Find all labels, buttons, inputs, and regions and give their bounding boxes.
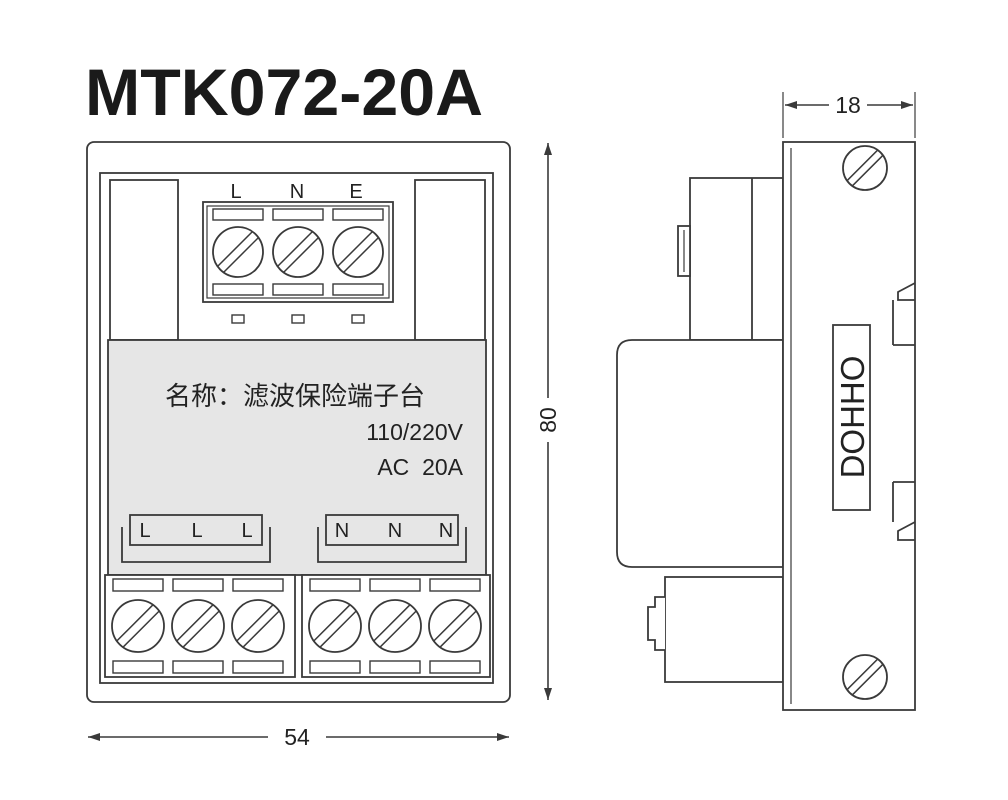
top-right-cover — [414, 179, 486, 341]
output-wire-slot — [112, 578, 164, 592]
output-label-n3: N — [439, 520, 453, 542]
indicator-window — [231, 314, 245, 324]
output-wire-slot — [232, 660, 284, 674]
output-wire-slot — [429, 660, 481, 674]
side-view: DOHHO — [616, 141, 916, 711]
dimension-width-label: 54 — [284, 724, 310, 750]
dimension-height: 80 — [535, 143, 561, 700]
dimension-height-label: 80 — [535, 407, 561, 433]
nameplate-rating: AC 20A — [377, 454, 463, 480]
nameplate-name: 名称：滤波保险端子台 — [165, 381, 425, 411]
brand-plate — [832, 324, 871, 511]
output-terminal-block-n — [301, 574, 491, 678]
output-terminal-screw — [111, 599, 165, 653]
input-wire-slot — [332, 208, 384, 221]
output-wire-slot — [369, 660, 421, 674]
output-terminal-screw — [171, 599, 225, 653]
output-group-l: L L L — [121, 514, 271, 563]
output-wire-slot — [112, 660, 164, 674]
lower-housing-step — [664, 576, 784, 683]
input-wire-slot — [332, 283, 384, 296]
output-label-n2: N — [388, 520, 402, 542]
input-terminal-label-e: E — [349, 181, 362, 203]
indicator-window — [351, 314, 365, 324]
output-wire-slot — [309, 578, 361, 592]
front-view: L N E 名称：滤波保险端子台 110/220V AC 20A — [86, 141, 511, 703]
output-group-label-box — [325, 514, 459, 546]
output-label-l1: L — [139, 520, 150, 542]
output-label-l2: L — [191, 520, 202, 542]
brand-label: DOHHO — [834, 356, 871, 479]
output-wire-slot — [369, 578, 421, 592]
housing-inner-frame — [99, 172, 494, 684]
input-terminal-screw — [272, 226, 324, 278]
output-group-label-box — [129, 514, 263, 546]
nameplate-panel — [107, 339, 487, 576]
output-terminal-screw — [231, 599, 285, 653]
input-wire-slot — [212, 283, 264, 296]
output-terminal-screw — [308, 599, 362, 653]
lower-terminal-stub — [647, 596, 665, 651]
input-terminal-label-n: N — [290, 181, 304, 203]
filter-module-body — [616, 339, 784, 568]
output-wire-slot — [172, 578, 224, 592]
dimension-depth-label: 18 — [835, 92, 861, 118]
output-group-bracket — [317, 527, 467, 563]
rail-clip-notch-bottom — [897, 521, 916, 541]
output-terminal-block-l — [104, 574, 296, 678]
output-wire-slot — [172, 660, 224, 674]
output-label-l3: L — [241, 520, 252, 542]
input-terminal-screw — [332, 226, 384, 278]
input-wire-slot — [272, 208, 324, 221]
nameplate-voltage: 110/220V — [366, 419, 463, 445]
output-wire-slot — [309, 660, 361, 674]
output-group-bracket — [121, 527, 271, 563]
output-label-n1: N — [335, 520, 349, 542]
output-group-n: N N N — [317, 514, 467, 563]
rail-clip-notch-top — [897, 282, 916, 301]
mounting-screw-bottom — [842, 654, 888, 700]
dimension-depth: 18 — [782, 92, 916, 138]
output-terminal-screw — [428, 599, 482, 653]
input-terminal-label-l: L — [230, 181, 241, 203]
input-terminal-block — [202, 201, 394, 303]
output-wire-slot — [232, 578, 284, 592]
input-wire-slot — [272, 283, 324, 296]
input-block-inner — [206, 205, 390, 299]
model-title: MTK072-20A — [85, 55, 483, 129]
output-wire-slot — [429, 578, 481, 592]
input-terminal-screw — [212, 226, 264, 278]
input-wire-slot — [212, 208, 264, 221]
output-terminal-screw — [368, 599, 422, 653]
indicator-window — [291, 314, 305, 324]
dimension-width: 54 — [88, 724, 509, 750]
mounting-screw-top — [842, 145, 888, 191]
upper-housing-step — [689, 177, 784, 341]
top-left-cover — [109, 179, 179, 341]
